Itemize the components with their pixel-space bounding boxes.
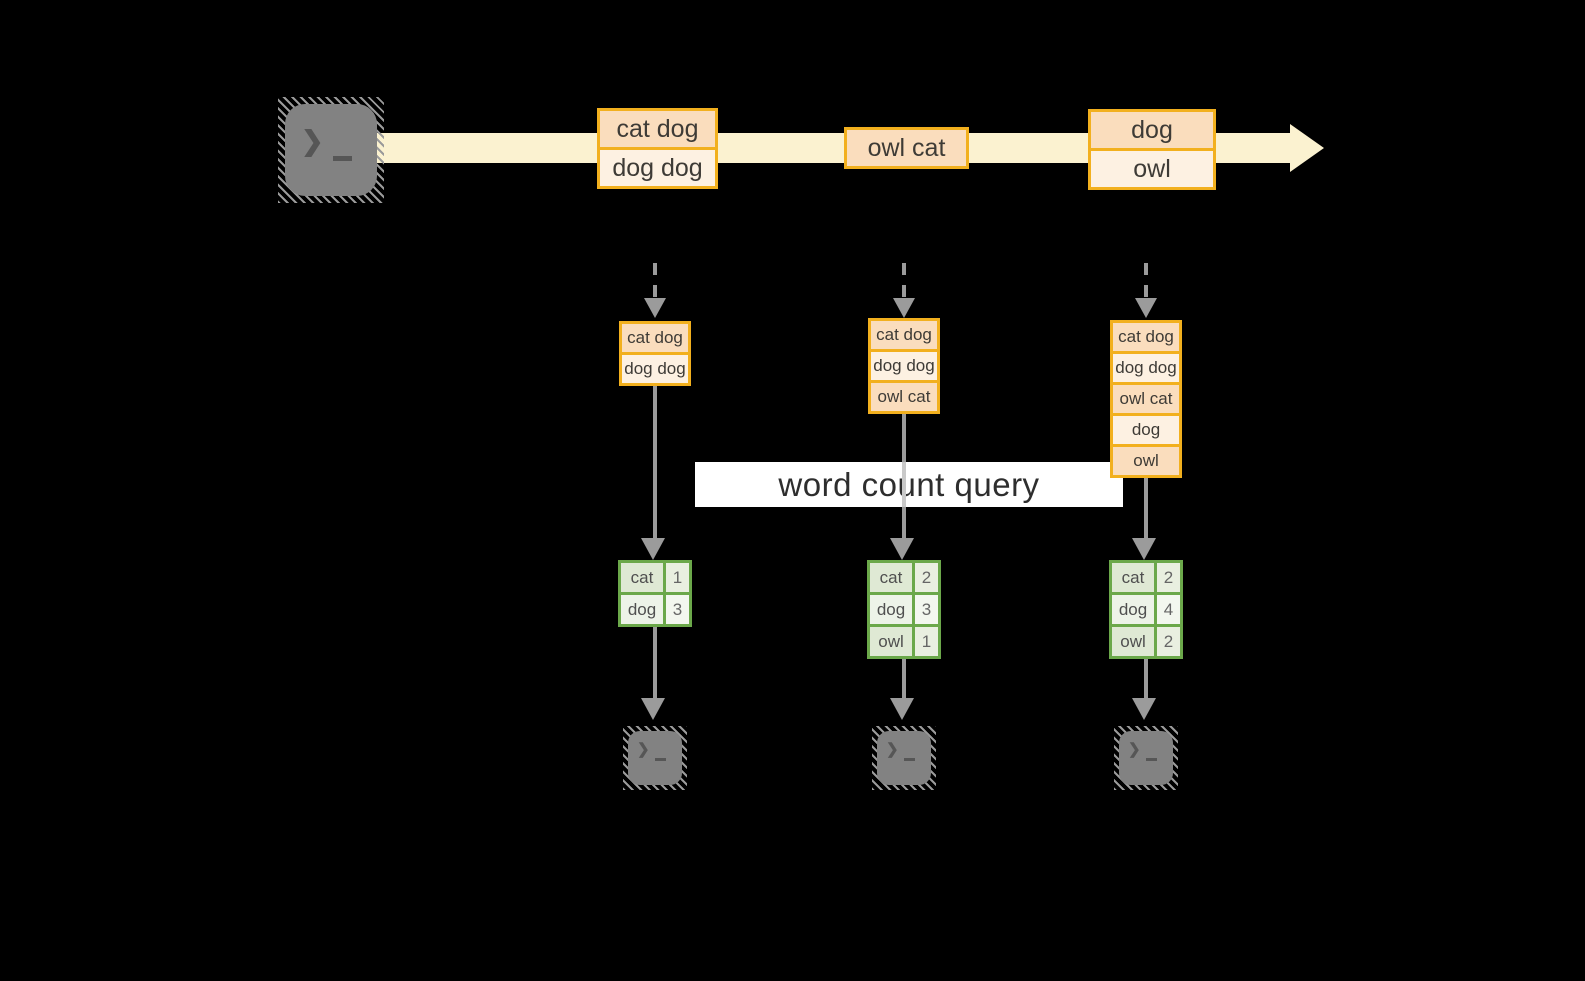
terminal-screen: ❯ [628,731,682,785]
buffered-events-box: cat dog dog dog owl cat dog owl [1110,320,1182,478]
dashed-arrow-line [653,263,657,301]
down-arrowhead-icon [890,698,914,720]
connector-line [653,627,657,698]
stream-event-box: owl cat [844,127,969,169]
buffered-event-cell: dog dog [622,355,688,383]
stream-event-cell: cat dog [600,111,715,147]
count-cell: 2 [1157,627,1180,656]
buffered-event-cell: cat dog [1113,323,1179,351]
word-cell: dog [1112,595,1154,624]
stream-event-cell: dog [1091,112,1213,148]
stream-event-cell: dog dog [600,150,715,186]
terminal-screen: ❯ [285,104,377,196]
terminal-screen: ❯ [877,731,931,785]
buffered-event-cell: owl cat [1113,385,1179,413]
table-row: cat 1 [621,563,689,592]
table-row: cat 2 [870,563,938,592]
terminal-cursor-glyph [904,758,915,761]
word-cell: cat [621,563,663,592]
word-cell: cat [870,563,912,592]
terminal-screen: ❯ [1119,731,1173,785]
dashed-arrow-line [902,263,906,301]
buffered-event-cell: dog [1113,416,1179,444]
connector-line [1144,478,1148,538]
down-arrowhead-icon [644,298,666,318]
buffered-event-cell: cat dog [871,321,937,349]
table-row: dog 4 [1112,595,1180,624]
count-cell: 2 [1157,563,1180,592]
buffered-event-cell: owl cat [871,383,937,411]
down-arrowhead-icon [893,298,915,318]
down-arrowhead-icon [1132,538,1156,560]
buffered-event-cell: cat dog [622,324,688,352]
word-cell: cat [1112,563,1154,592]
output-terminal-icon: ❯ [872,726,936,790]
word-count-table: cat 2 dog 3 owl 1 [867,560,941,659]
table-row: owl 2 [1112,627,1180,656]
table-row: dog 3 [621,595,689,624]
output-terminal-icon: ❯ [1114,726,1178,790]
table-row: dog 3 [870,595,938,624]
dashed-arrow-line [1144,263,1148,301]
connector-line [653,386,657,538]
connector-line [902,659,906,698]
buffered-event-cell: dog dog [1113,354,1179,382]
terminal-cursor-glyph [333,156,352,161]
down-arrowhead-icon [641,698,665,720]
terminal-prompt-glyph: ❯ [301,126,324,156]
stream-event-cell: owl [1091,151,1213,187]
source-terminal-icon: ❯ [278,97,384,203]
count-cell: 4 [1157,595,1180,624]
query-label: word count query [778,465,1040,503]
word-cell: owl [1112,627,1154,656]
terminal-cursor-glyph [1146,758,1157,761]
buffered-event-cell: owl [1113,447,1179,475]
word-cell: dog [621,595,663,624]
connector-line-overlay [902,462,906,507]
count-cell: 1 [915,627,938,656]
word-count-table: cat 2 dog 4 owl 2 [1109,560,1183,659]
down-arrowhead-icon [890,538,914,560]
buffered-events-box: cat dog dog dog [619,321,691,386]
output-terminal-icon: ❯ [623,726,687,790]
down-arrowhead-icon [1135,298,1157,318]
terminal-cursor-glyph [655,758,666,761]
word-count-table: cat 1 dog 3 [618,560,692,627]
buffered-events-box: cat dog dog dog owl cat [868,318,940,414]
table-row: owl 1 [870,627,938,656]
terminal-prompt-glyph: ❯ [886,741,899,758]
stream-event-cell: owl cat [847,130,966,166]
stream-event-box: dog owl [1088,109,1216,190]
count-cell: 2 [915,563,938,592]
buffered-event-cell: dog dog [871,352,937,380]
query-label-box: word count query [695,462,1123,507]
table-row: cat 2 [1112,563,1180,592]
count-cell: 1 [666,563,689,592]
down-arrowhead-icon [641,538,665,560]
count-cell: 3 [915,595,938,624]
down-arrowhead-icon [1132,698,1156,720]
terminal-prompt-glyph: ❯ [1128,741,1141,758]
count-cell: 3 [666,595,689,624]
word-cell: owl [870,627,912,656]
connector-line [1144,659,1148,698]
stream-event-box: cat dog dog dog [597,108,718,189]
timeline-arrow-head [1290,124,1324,172]
word-cell: dog [870,595,912,624]
terminal-prompt-glyph: ❯ [637,741,650,758]
